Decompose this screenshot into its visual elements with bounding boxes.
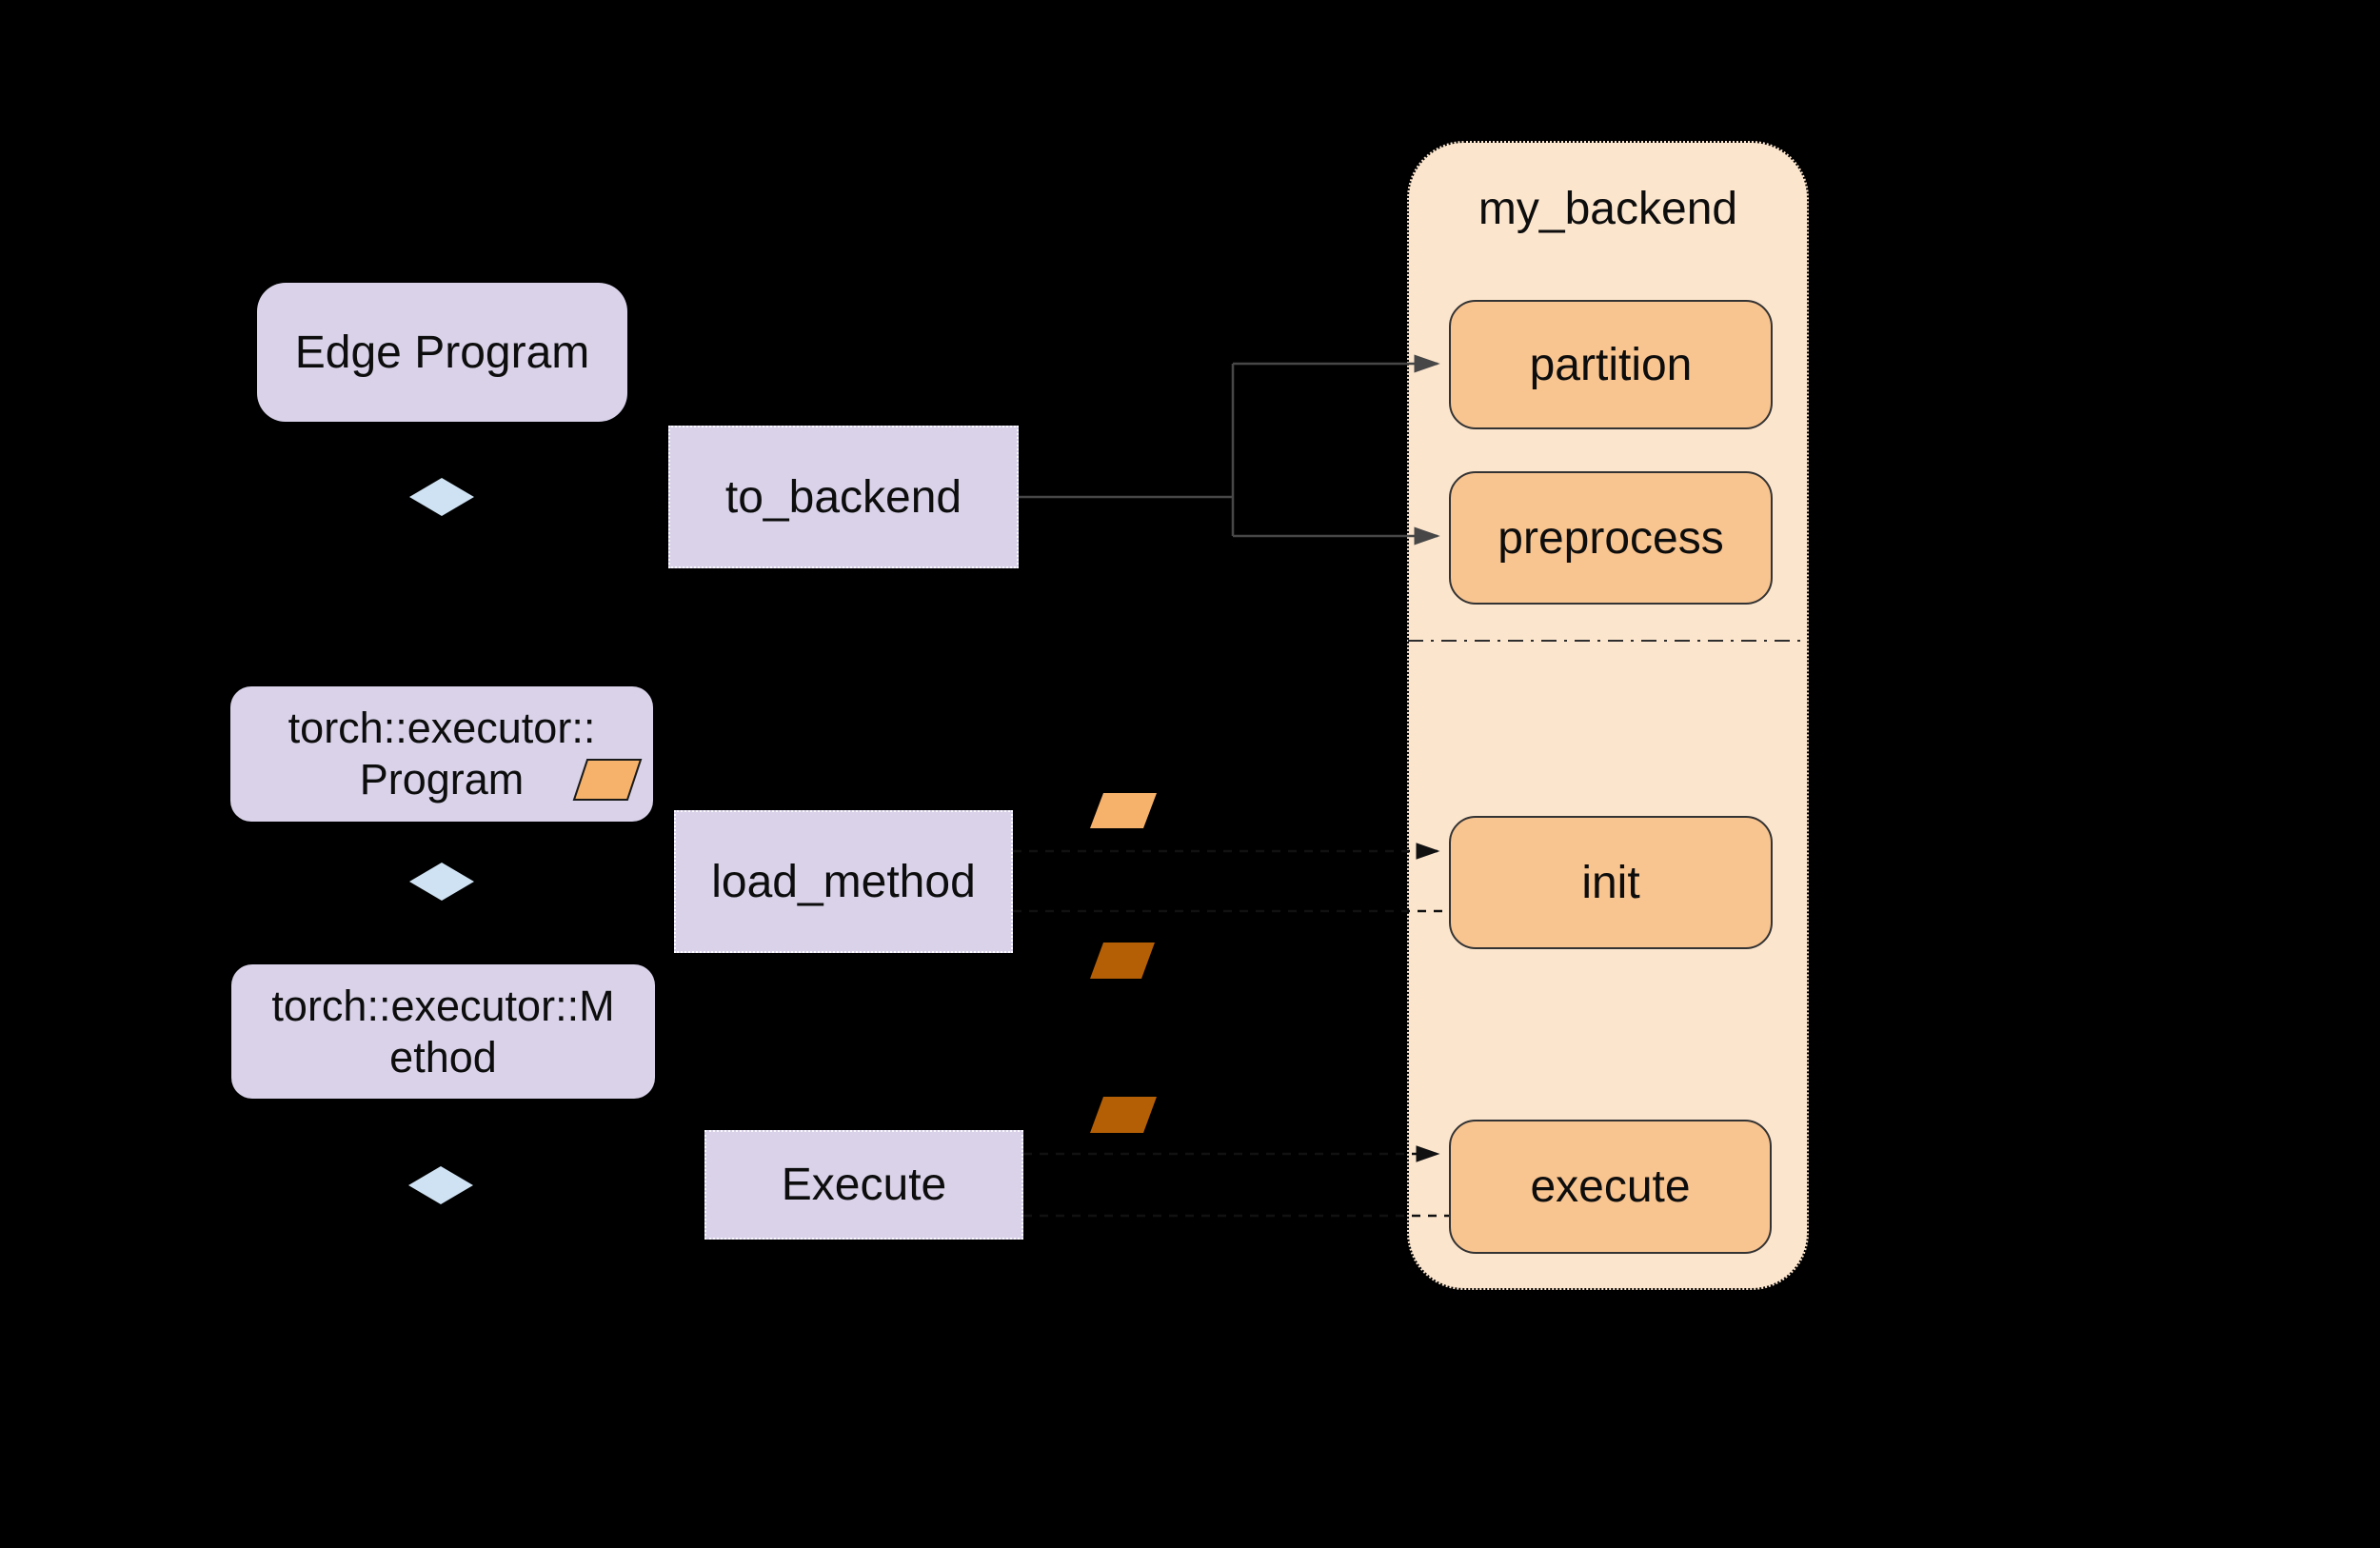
backend-title: my_backend — [1478, 184, 1738, 234]
